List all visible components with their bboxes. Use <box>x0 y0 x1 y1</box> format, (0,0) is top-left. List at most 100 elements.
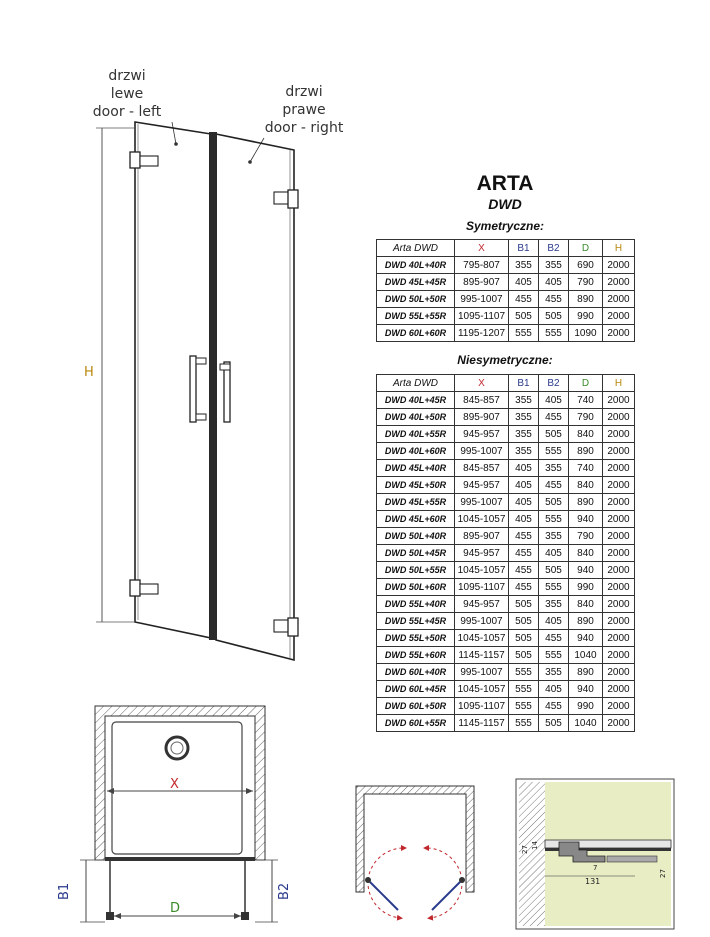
header-x: X <box>454 239 509 257</box>
door-right-pl: drzwi prawe <box>282 84 326 118</box>
table-cell: 355 <box>538 256 569 274</box>
table-cell: 890 <box>568 442 603 460</box>
table-cell: DWD 55L+55R <box>376 307 455 325</box>
table-cell: 505 <box>538 307 569 325</box>
table-cell: 995-1007 <box>454 493 509 511</box>
table-cell: 890 <box>568 612 603 630</box>
table-cell: DWD 50L+50R <box>376 290 455 308</box>
table-cell: 555 <box>508 697 539 715</box>
table-cell: 505 <box>508 612 539 630</box>
table-cell: 455 <box>508 544 539 562</box>
table-cell: DWD 55L+50R <box>376 629 455 647</box>
table-cell: 940 <box>568 561 603 579</box>
table-cell: 455 <box>538 629 569 647</box>
table-cell: 555 <box>508 714 539 732</box>
dim-27-right: 27 <box>659 869 667 878</box>
table-cell: 2000 <box>602 527 635 545</box>
table-cell: 790 <box>568 273 603 291</box>
table-cell: 555 <box>508 663 539 681</box>
table-cell: 455 <box>508 578 539 596</box>
table-cell: DWD 50L+40R <box>376 527 455 545</box>
x-dimension-label: X <box>170 777 179 792</box>
table-cell: 890 <box>568 493 603 511</box>
table-cell: 890 <box>568 290 603 308</box>
table-cell: DWD 50L+55R <box>376 561 455 579</box>
header-h: H <box>602 239 635 257</box>
table-cell: 455 <box>508 561 539 579</box>
table-cell: 2000 <box>602 493 635 511</box>
table-cell: DWD 55L+45R <box>376 612 455 630</box>
table-cell: 555 <box>508 324 539 342</box>
table-cell: 455 <box>538 408 569 426</box>
table-cell: 555 <box>538 646 569 664</box>
table-cell: 505 <box>508 646 539 664</box>
symmetric-caption: Symetryczne: <box>465 219 545 233</box>
table-cell: 505 <box>538 714 569 732</box>
table-cell: 2000 <box>602 646 635 664</box>
header-d: D <box>568 239 603 257</box>
header-x: X <box>454 374 509 392</box>
table-cell: 405 <box>508 510 539 528</box>
table-cell: 2000 <box>602 561 635 579</box>
table-cell: 2000 <box>602 307 635 325</box>
product-title: ARTA <box>476 172 534 195</box>
table-cell: 990 <box>568 697 603 715</box>
table-cell: 2000 <box>602 714 635 732</box>
table-cell: DWD 40L+40R <box>376 256 455 274</box>
table-cell: 945-957 <box>454 425 509 443</box>
table-cell: 945-957 <box>454 544 509 562</box>
b1-dimension-label: B1 <box>57 883 72 900</box>
table-cell: 995-1007 <box>454 612 509 630</box>
table-header-row: Arta DWD X B1 B2 D H <box>376 239 635 257</box>
door-left-label: drzwi lewe door - left <box>90 67 164 121</box>
product-title-block: ARTA DWD <box>376 172 634 212</box>
table-cell: 355 <box>508 391 539 409</box>
header-h: H <box>602 374 635 392</box>
table-cell: 505 <box>508 629 539 647</box>
table-cell: 2000 <box>602 476 635 494</box>
table-cell: 995-1007 <box>454 442 509 460</box>
table-cell: 895-907 <box>454 273 509 291</box>
table-cell: 940 <box>568 510 603 528</box>
table-cell: 1040 <box>568 646 603 664</box>
table-cell: 1145-1157 <box>454 714 509 732</box>
table-cell: 455 <box>508 290 539 308</box>
table-cell: DWD 45L+50R <box>376 476 455 494</box>
table-cell: 405 <box>508 273 539 291</box>
table-cell: 455 <box>538 476 569 494</box>
table-cell: 505 <box>508 307 539 325</box>
product-subtitle: DWD <box>488 196 522 212</box>
table-cell: 505 <box>508 595 539 613</box>
table-cell: 555 <box>538 324 569 342</box>
table-cell: 840 <box>568 544 603 562</box>
table-cell: 740 <box>568 459 603 477</box>
table-cell: 2000 <box>602 510 635 528</box>
table-cell: DWD 60L+45R <box>376 680 455 698</box>
d-dimension-label: D <box>170 901 180 916</box>
table-cell: DWD 45L+60R <box>376 510 455 528</box>
profile-detail-drawing: 27 14 7 131 27 <box>515 778 675 930</box>
table-cell: 405 <box>508 493 539 511</box>
table-cell: 990 <box>568 578 603 596</box>
table-cell: 2000 <box>602 663 635 681</box>
table-header-row: Arta DWD X B1 B2 D H <box>376 374 635 392</box>
table-cell: DWD 45L+45R <box>376 273 455 291</box>
table-cell: 505 <box>538 493 569 511</box>
table-cell: DWD 40L+60R <box>376 442 455 460</box>
table-cell: 355 <box>508 442 539 460</box>
table-cell: 1095-1107 <box>454 307 509 325</box>
table-cell: 405 <box>538 612 569 630</box>
dim-7: 7 <box>593 864 597 872</box>
b2-dimension-label: B2 <box>277 883 292 900</box>
